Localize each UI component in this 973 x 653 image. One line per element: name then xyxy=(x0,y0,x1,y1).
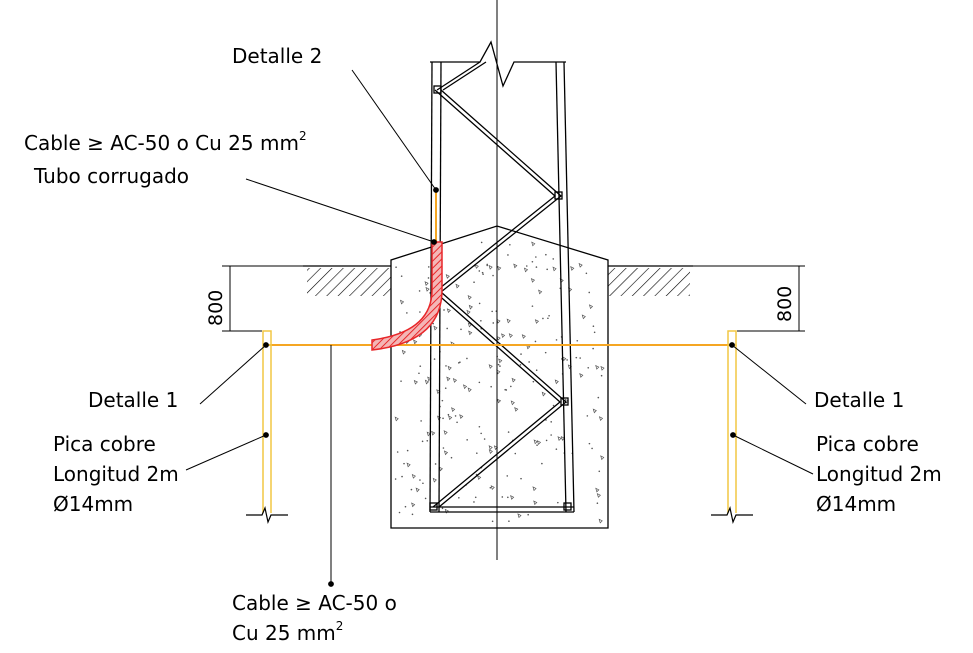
label-cable-top-text: Cable ≥ AC-50 o Cu 25 mm xyxy=(24,131,299,155)
depth-label-right: 800 xyxy=(774,286,796,322)
rod-break-marks xyxy=(246,506,753,524)
label-cable-bottom-1: Cable ≥ AC-50 o xyxy=(232,591,397,615)
label-tubo: Tubo corrugado xyxy=(33,164,189,188)
tower-structure xyxy=(429,40,575,513)
dimension-left xyxy=(222,265,303,332)
label-cable-bottom-sup: 2 xyxy=(336,619,344,633)
label-detalle-1-right: Detalle 1 xyxy=(814,388,904,412)
label-detalle-2: Detalle 2 xyxy=(232,44,322,68)
concrete-foundation xyxy=(390,225,609,529)
corrugated-tube xyxy=(371,241,443,351)
dimension-right xyxy=(693,265,805,332)
label-pica-left-2: Longitud 2m xyxy=(53,462,179,486)
label-pica-right-3: Ø14mm xyxy=(816,492,896,516)
label-cable-bottom-2: Cu 25 mm2 xyxy=(232,619,343,645)
label-pica-right-1: Pica cobre xyxy=(816,432,919,456)
depth-label-left: 800 xyxy=(205,290,227,326)
ground-hatching xyxy=(307,268,690,296)
label-detalle-1-left: Detalle 1 xyxy=(88,388,178,412)
label-pica-left-3: Ø14mm xyxy=(53,492,133,516)
label-cable-top-sup: 2 xyxy=(299,129,307,143)
copper-rod-right xyxy=(727,330,737,513)
label-pica-right-2: Longitud 2m xyxy=(816,462,942,486)
label-cable-bottom-text: Cu 25 mm xyxy=(232,621,336,645)
copper-rod-left xyxy=(262,330,272,513)
leader-lines xyxy=(185,69,814,587)
label-cable-top: Cable ≥ AC-50 o Cu 25 mm2 xyxy=(24,129,307,155)
label-pica-left-1: Pica cobre xyxy=(53,432,156,456)
